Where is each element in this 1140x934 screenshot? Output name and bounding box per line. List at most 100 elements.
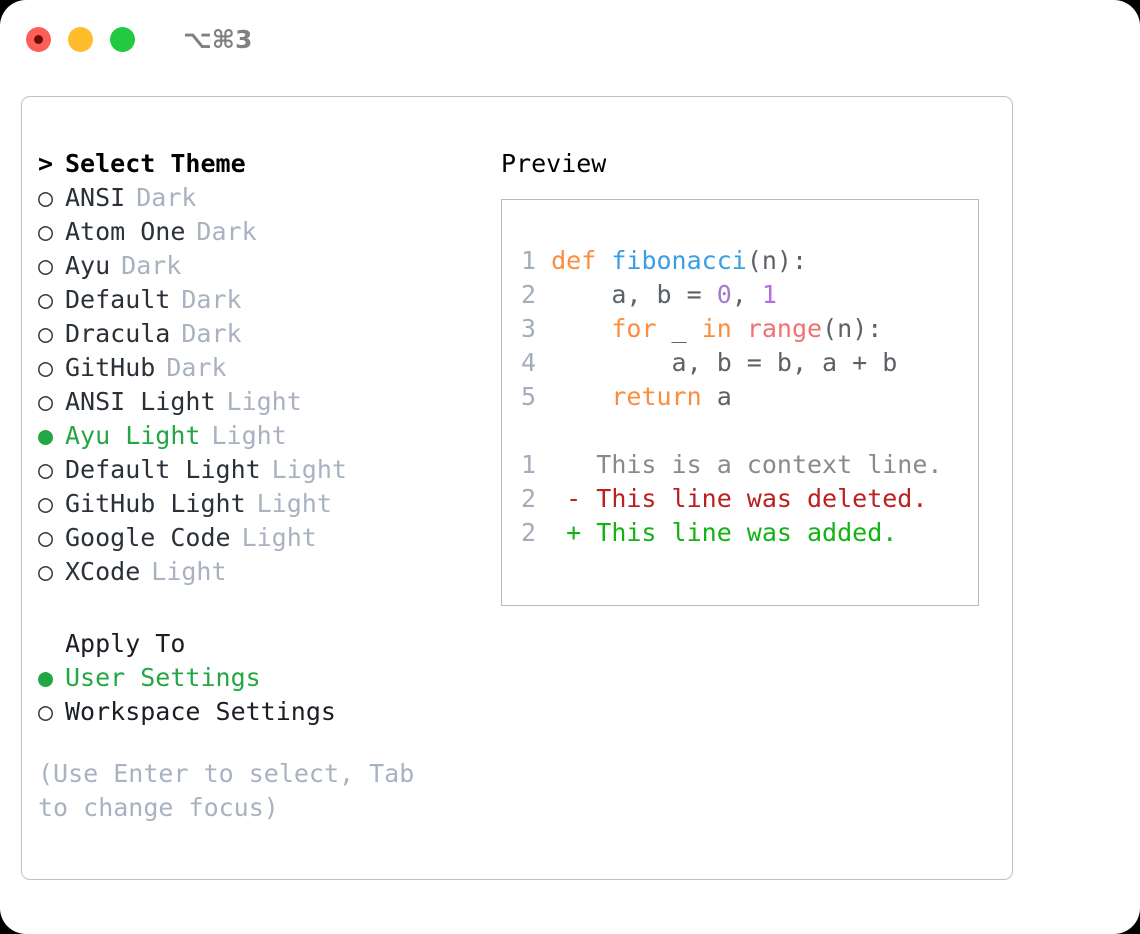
section-title: Select Theme (65, 149, 246, 178)
theme-name-label: Google Code (65, 523, 231, 552)
radio-unselected-icon: ○ (38, 387, 54, 416)
code-line: 2 a, b = 0, 1 (521, 278, 942, 312)
code-token: (n): (746, 246, 808, 275)
code-token: (n): (822, 314, 883, 343)
theme-name-label: Dracula (65, 319, 171, 348)
diff-text: This is a context line. (596, 450, 943, 479)
code-token: for (611, 314, 657, 343)
theme-kind-label: Dark (181, 285, 242, 314)
diff-marker (536, 450, 596, 479)
theme-option-row[interactable]: ○ Default Dark (38, 283, 490, 317)
theme-kind-label: Dark (196, 217, 257, 246)
code-token: def (551, 246, 597, 275)
theme-name-label: ANSI (65, 183, 126, 212)
theme-name-label: XCode (65, 557, 141, 586)
select-theme-heading: > Select Theme (38, 147, 490, 181)
theme-name-label: Ayu (65, 251, 111, 280)
theme-name-label: GitHub Light (65, 489, 246, 518)
code-line: 5 return a (521, 380, 942, 414)
diff-marker: + (536, 518, 597, 547)
radio-unselected-icon: ○ (38, 557, 54, 586)
code-line: 1 def fibonacci(n): (521, 244, 942, 278)
theme-name-label: Default (65, 285, 171, 314)
radio-unselected-icon: ○ (38, 251, 54, 280)
radio-unselected-icon: ○ (38, 697, 54, 726)
line-number: 4 (521, 348, 537, 377)
theme-option-row[interactable]: ○ Default Light Light (38, 453, 490, 487)
window-controls (26, 26, 135, 52)
theme-kind-label: Light (271, 455, 347, 484)
code-token (551, 314, 611, 343)
theme-kind-label: Light (151, 557, 227, 586)
radio-selected-icon: ● (38, 421, 54, 450)
theme-kind-label: Dark (166, 353, 227, 382)
radio-unselected-icon: ○ (38, 285, 54, 314)
keyboard-hint-text: (Use Enter to select, Tab to change focu… (38, 759, 415, 822)
theme-option-row[interactable]: ○ XCode Light (38, 555, 490, 589)
theme-kind-label: Light (241, 523, 317, 552)
code-token (732, 314, 747, 343)
radio-unselected-icon: ○ (38, 217, 54, 246)
code-token (596, 246, 611, 275)
code-token: return (611, 382, 702, 411)
diff-marker: - (536, 484, 597, 513)
theme-kind-label: Dark (181, 319, 242, 348)
diff-text: This line was added. (596, 518, 898, 547)
apply-to-option-row[interactable]: ● User Settings (38, 661, 490, 695)
caret-icon: > (38, 149, 54, 178)
theme-kind-label: Dark (136, 183, 197, 212)
radio-unselected-icon: ○ (38, 353, 54, 382)
spacer (38, 729, 490, 757)
line-number: 3 (521, 314, 537, 343)
theme-name-label: Ayu Light (65, 421, 201, 450)
code-token: _ (656, 314, 702, 343)
code-line: 4 a, b = b, a + b (521, 346, 942, 380)
code-token: 1 (761, 280, 777, 309)
apply-to-option-label: Workspace Settings (65, 697, 336, 726)
close-button[interactable] (26, 26, 51, 52)
line-number: 2 (521, 280, 537, 309)
code-line: 3 for _ in range(n): (521, 312, 942, 346)
theme-option-row[interactable]: ○ Google Code Light (38, 521, 490, 555)
radio-unselected-icon: ○ (38, 183, 54, 212)
code-token: a (701, 382, 732, 411)
theme-name-label: Default Light (65, 455, 261, 484)
radio-unselected-icon: ○ (38, 523, 54, 552)
code-token: fibonacci (611, 246, 747, 275)
maximize-button[interactable] (110, 26, 135, 52)
theme-option-row[interactable]: ○ Atom One Dark (38, 215, 490, 249)
code-token: 0 (716, 280, 732, 309)
minimize-button[interactable] (68, 26, 93, 52)
line-number: 2 (521, 484, 537, 513)
code-token: a, b = b, a + b (551, 348, 898, 377)
diff-text: This line was deleted. (596, 484, 928, 513)
code-token: in (701, 314, 732, 343)
preview-panel: Preview 1 def fibonacci(n):2 a, b = 0, 1… (501, 147, 991, 606)
line-number: 2 (521, 518, 537, 547)
theme-name-label: Atom One (65, 217, 186, 246)
diff-line: 1 This is a context line. (521, 448, 942, 482)
theme-option-row[interactable]: ○ ANSI Dark (38, 181, 490, 215)
line-number: 5 (521, 382, 537, 411)
radio-unselected-icon: ○ (38, 455, 54, 484)
apply-to-options-list: ● User Settings ○ Workspace Settings (38, 661, 490, 729)
apply-to-option-row[interactable]: ○ Workspace Settings (38, 695, 490, 729)
radio-selected-icon: ● (38, 663, 54, 692)
apply-to-option-label: User Settings (65, 663, 261, 692)
theme-kind-label: Light (226, 387, 302, 416)
code-token (551, 382, 611, 411)
line-number: 1 (521, 450, 537, 479)
diff-line: 2 + This line was added. (521, 516, 942, 550)
code-blank-line (521, 414, 942, 448)
